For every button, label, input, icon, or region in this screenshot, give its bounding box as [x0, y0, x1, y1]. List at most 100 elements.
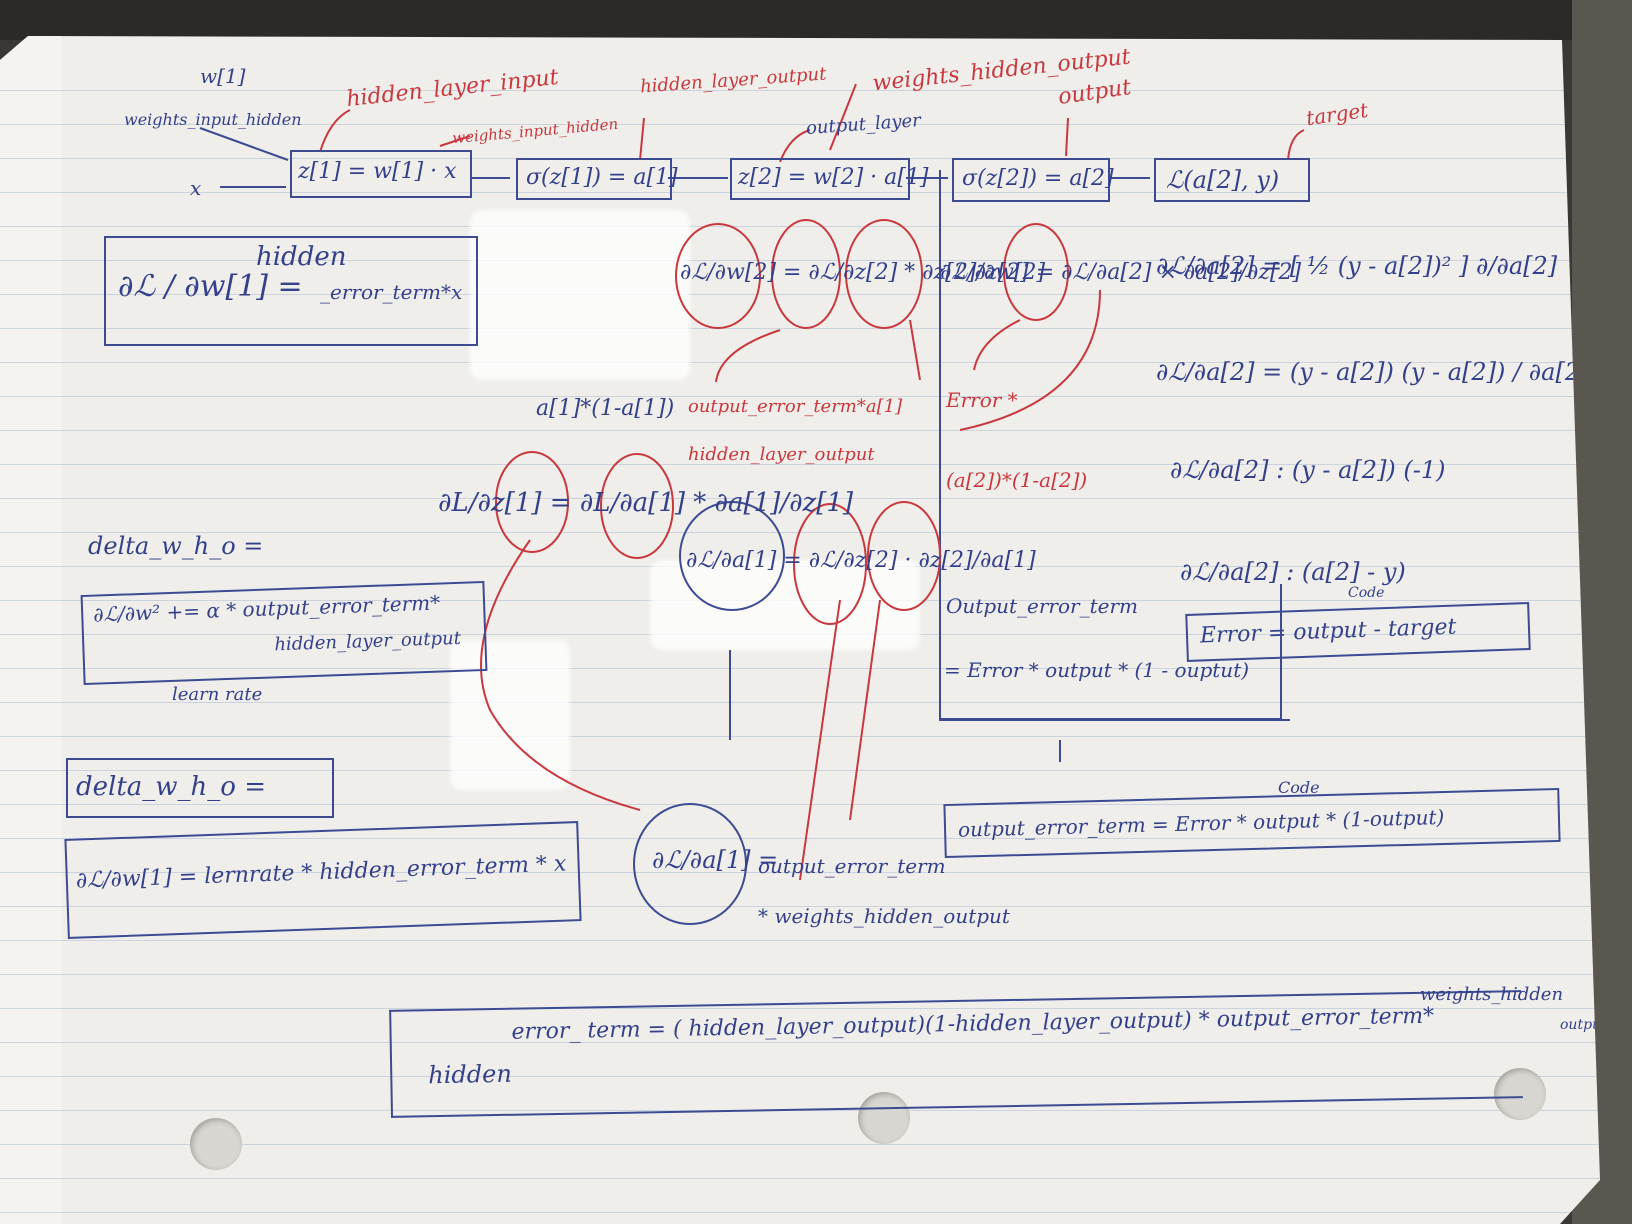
ruled-line: [0, 328, 1600, 329]
delta-2-box: ∂ℒ/∂w[1] = lernrate * hidden_error_term …: [64, 821, 582, 939]
red-circle-dz2-da1: [867, 501, 941, 611]
red-circle-dl-dz2-b: [793, 503, 867, 625]
red-circle-dl-dw2: [675, 223, 761, 329]
w1-label: w[1]: [200, 64, 246, 88]
weights-hidden-bottom: weights_hidden: [1420, 984, 1564, 1005]
red-arrow-hidden-output: [639, 117, 645, 161]
punch-hole-1: [190, 1118, 242, 1170]
red-arrow-output-layer: [779, 129, 811, 163]
z2-equation: z[2] = w[2] · a[1]: [738, 165, 929, 190]
punch-hole-2: [858, 1092, 910, 1144]
red-arrow-down-2: [909, 319, 921, 381]
dl-dw1-lhs: ∂ℒ / ∂w[1] =: [118, 269, 303, 304]
chain-dl-da1: ∂ℒ/∂a[1] = ∂ℒ/∂z[2] · ∂z[2]/∂a[1]: [686, 548, 1036, 573]
code-label-2: Code: [1278, 778, 1320, 797]
ruled-line: [0, 124, 1600, 125]
derivation-line-2: ∂ℒ/∂a[2] = (y - a[2]) (y - a[2]) / ∂a[2]: [1156, 358, 1590, 386]
punch-hole-3: [1494, 1068, 1546, 1120]
ruled-line: [0, 906, 1600, 907]
x-input-label: x: [190, 176, 202, 200]
error-term-x: _error_term*x: [320, 280, 463, 304]
delta-2-title: delta_w_h_o =: [76, 772, 266, 802]
bottom-dl-da1: ∂ℒ/∂a[1] =: [652, 846, 779, 874]
ruled-line: [0, 1008, 1600, 1009]
paper-margin-strip: [0, 36, 62, 1224]
red-arrow-weights-input-hidden: [439, 135, 471, 147]
ruled-line: [0, 396, 1600, 397]
hidden-error-box: error_ term = ( hidden_layer_output)(1-h…: [389, 990, 1523, 1118]
ruled-line: [0, 736, 1600, 737]
output-error-box: Output_error_term = Error * output * (1 …: [940, 584, 1282, 720]
ruled-line: [0, 838, 1600, 839]
blue-circle-dl-da1: [679, 501, 785, 611]
ruled-line: [0, 1110, 1600, 1111]
delta-1-equation-2: hidden_layer_output: [274, 627, 462, 656]
derivation-line-3: ∂ℒ/∂a[2] : (y - a[2]) (-1): [1170, 456, 1446, 484]
whiteout-patch-3: [450, 640, 570, 790]
ruled-line: [0, 1076, 1600, 1077]
red-arrow-target: [1287, 129, 1305, 161]
output-error-line-2: = Error * output * (1 - ouptut): [944, 658, 1250, 682]
red-arrow-bottom-1: [799, 599, 841, 881]
red-arrow-down-1: [715, 329, 781, 383]
learn-rate-label: learn rate: [172, 684, 263, 705]
delta-2-equation: ∂ℒ/∂w[1] = lernrate * hidden_error_term …: [75, 851, 567, 894]
delta-1-title: delta_w_h_o =: [88, 532, 264, 560]
chain-dl-dz1: ∂L/∂z[1] = ∂L/∂a[1] * ∂a[1]/∂z[1]: [438, 488, 854, 518]
desk-background-top: [0, 0, 1632, 40]
hidden-word-bottom: hidden: [428, 1059, 513, 1090]
output-error-line-1: Output_error_term: [946, 594, 1138, 618]
red-arrow-hidden-input: [319, 109, 351, 153]
code-equation: output_error_term = Error * output * (1-…: [957, 804, 1445, 842]
sigma-z2-equation: σ(z[2]) = a[2]: [962, 166, 1114, 191]
output-error-term-a1: output_error_term*a[1]: [688, 396, 903, 417]
output-word-bottom: output: [1560, 1017, 1607, 1033]
delta-2-title-box: delta_w_h_o =: [66, 758, 334, 818]
hidden-error-equation: error_ term = ( hidden_layer_output)(1-h…: [511, 1003, 1435, 1045]
red-arrow-to-bottom: [480, 539, 641, 811]
ruled-line: [0, 770, 1600, 771]
ruled-line: [0, 90, 1600, 91]
ruled-line: [0, 940, 1600, 941]
sigma-z1-equation: σ(z[1]) = a[1]: [526, 165, 678, 190]
dl-dw1-box: ∂ℒ / ∂w[1] = hidden _error_term*x: [104, 236, 478, 346]
red-circle-dl-da1: [495, 451, 569, 553]
ruled-line: [0, 498, 1600, 499]
ruled-line: [0, 1042, 1600, 1043]
red-circle-da1-dz1: [600, 453, 674, 559]
ruled-line: [0, 192, 1600, 193]
ruled-line: [0, 1212, 1600, 1213]
ruled-line: [0, 1178, 1600, 1179]
whiteout-patch-1: [470, 210, 690, 380]
chain-dl-dw2: ∂ℒ/∂w[2] = ∂ℒ/∂z[2] * ∂z[2]/∂w[2]: [680, 260, 1046, 285]
ruled-line: [0, 430, 1600, 431]
ruled-line: [0, 362, 1600, 363]
code-label-1: Code: [1348, 585, 1385, 601]
w1-arrow: [199, 127, 289, 161]
hidden-word: hidden: [256, 242, 347, 272]
delta-1-box: ∂ℒ/∂w² += α * output_error_term* hidden_…: [80, 580, 488, 686]
red-circle-dz2-dw2: [845, 219, 923, 329]
sigma-z2-box: σ(z[2]) = a[2]: [952, 158, 1114, 202]
ruled-line: [0, 464, 1600, 465]
ruled-line: [0, 872, 1600, 873]
ruled-line: [0, 974, 1600, 975]
error-star: Error *: [946, 388, 1018, 412]
a1-derivative: a[1]*(1-a[1]): [536, 396, 675, 421]
loss-box: ℒ(a[2], y): [1154, 158, 1310, 202]
ruled-line: [0, 1144, 1600, 1145]
red-arrow-down-4: [959, 289, 1101, 431]
ruled-line: [0, 702, 1600, 703]
a2-derivative: (a[2])*(1-a[2]): [946, 468, 1088, 492]
z2-box: z[2] = w[2] · a[1]: [730, 158, 928, 200]
z1-equation: z[1] = w[1] · x: [298, 159, 457, 184]
bottom-output-error-term: output_error_term: [758, 854, 946, 878]
bottom-weights-hidden-output: * weights_hidden_output: [758, 904, 1010, 928]
ruled-line: [0, 226, 1600, 227]
loss-equation: ℒ(a[2], y): [1166, 166, 1280, 194]
red-circle-dl-da2: [1003, 223, 1069, 321]
derivation-line-4: ∂ℒ/∂a[2] : (a[2] - y): [1180, 558, 1406, 586]
output-bracket: [939, 170, 1290, 721]
